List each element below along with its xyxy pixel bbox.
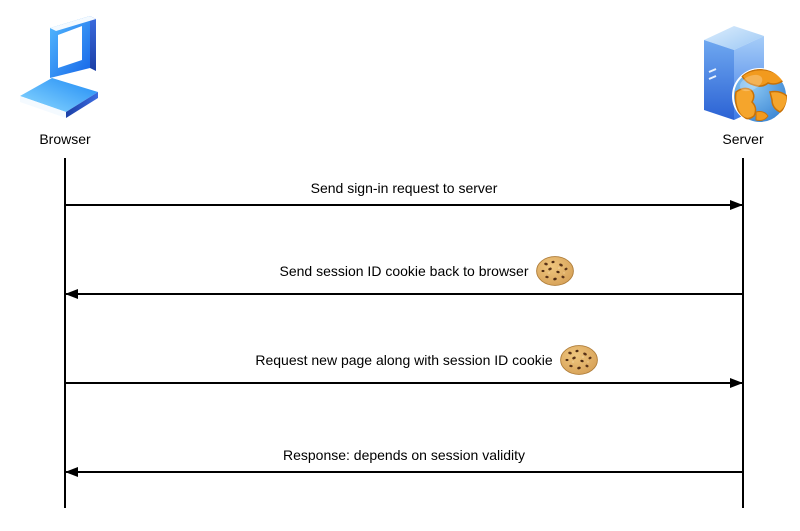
message-arrow (66, 378, 743, 388)
message-request-page: Request new page along with session ID c… (66, 344, 743, 388)
browser-lifeline (64, 158, 66, 508)
arrowhead-right-icon (730, 378, 743, 388)
message-label: Response: depends on session validity (66, 447, 742, 464)
message-text: Request new page along with session ID c… (255, 351, 553, 368)
cookie-icon (535, 256, 574, 286)
message-send-signin: Send sign-in request to server (66, 166, 743, 210)
browser-icon-box (20, 6, 110, 126)
message-label: Request new page along with session ID c… (66, 345, 742, 375)
message-text: Send sign-in request to server (310, 180, 498, 196)
message-label: Send sign-in request to server (66, 180, 742, 197)
message-arrow (65, 467, 742, 477)
message-text: Response: depends on session validity (282, 447, 526, 463)
message-label: Send session ID cookie back to browser (66, 256, 742, 286)
actor-browser-label: Browser (39, 131, 91, 147)
actor-browser: Browser (5, 6, 125, 147)
arrowhead-right-icon (730, 200, 743, 210)
actor-server-label: Server (722, 131, 764, 147)
message-response: Response: depends on session validity (65, 433, 742, 477)
cookie-icon (559, 345, 598, 375)
server-lifeline (742, 158, 744, 508)
server-globe-icon (703, 26, 788, 124)
message-arrow (66, 200, 743, 210)
arrowhead-left-icon (65, 289, 78, 299)
server-icon-box (696, 6, 791, 126)
message-text: Send session ID cookie back to browser (279, 262, 529, 279)
arrowhead-left-icon (65, 467, 78, 477)
laptop-browser-icon (20, 16, 98, 118)
message-arrow (65, 289, 742, 299)
message-send-cookie: Send session ID cookie back to browser (65, 255, 742, 299)
actor-server: Server (683, 6, 800, 147)
